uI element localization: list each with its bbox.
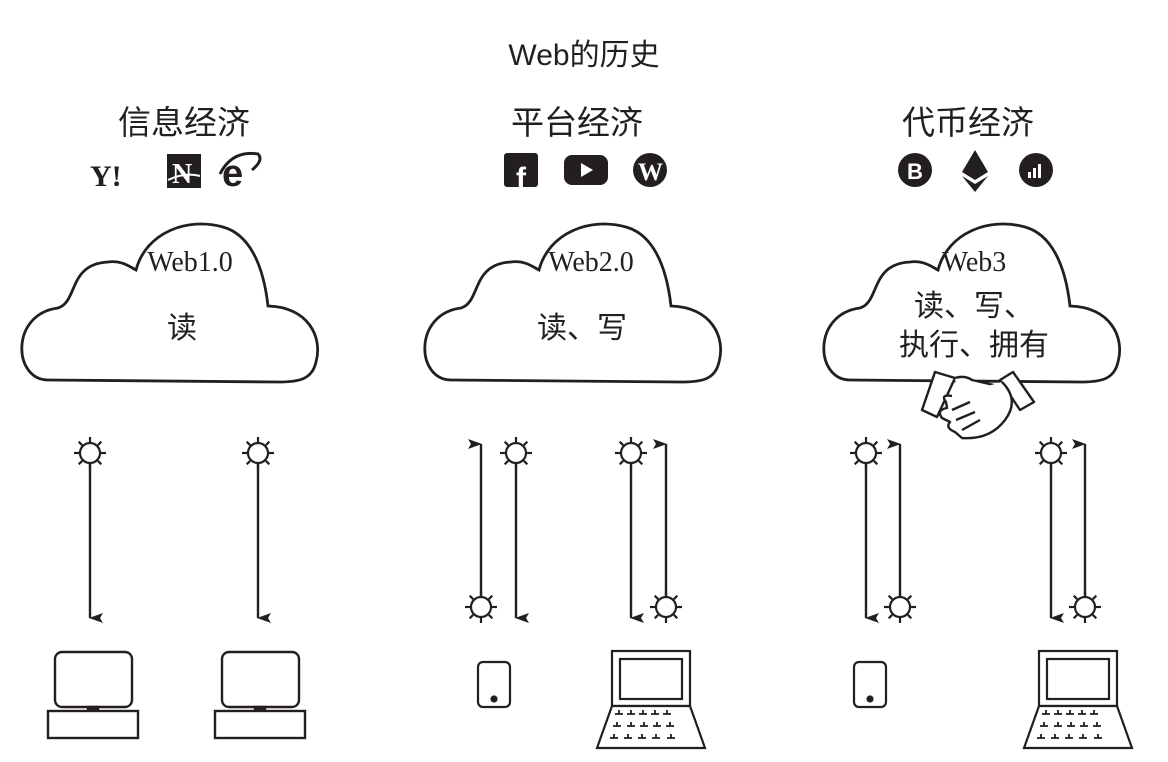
smartphone-icon	[476, 660, 512, 709]
desktop-computer-icon	[46, 650, 140, 740]
data-node-icon	[463, 589, 499, 625]
data-node-icon	[72, 435, 108, 471]
upload-arrow	[1067, 439, 1103, 625]
data-node-icon	[848, 435, 884, 471]
download-arrow	[1033, 435, 1069, 623]
data-node-icon	[498, 435, 534, 471]
chart-token-icon	[1019, 153, 1053, 187]
era-title-information-economy: 信息经济	[118, 106, 250, 142]
data-node-icon	[1033, 435, 1069, 471]
download-arrow	[72, 435, 108, 623]
internet-explorer-icon: e	[218, 151, 262, 195]
cloud-label-web3: Web3	[941, 247, 1007, 278]
handshake-icon	[920, 370, 1036, 440]
data-node-icon	[613, 435, 649, 471]
upload-arrow	[463, 439, 499, 625]
ethereum-icon	[962, 150, 988, 192]
bitcoin-icon: B	[898, 153, 932, 187]
upload-arrow	[648, 439, 684, 625]
data-node-icon	[240, 435, 276, 471]
laptop-icon	[1022, 649, 1134, 750]
download-arrow	[848, 435, 884, 623]
svg-text:B: B	[907, 159, 923, 184]
svg-text:f: f	[516, 162, 527, 195]
diagram-title: Web的历史	[508, 39, 660, 72]
era-title-token-economy: 代币经济	[902, 106, 1034, 142]
svg-text:Y!: Y!	[90, 160, 122, 193]
svg-text:W: W	[638, 159, 663, 186]
cloud-capabilities-web2: 读、写	[537, 312, 627, 345]
data-node-icon	[1067, 589, 1103, 625]
smartphone-icon	[852, 660, 888, 709]
desktop-computer-icon	[213, 650, 307, 740]
download-arrow	[240, 435, 276, 623]
download-arrow	[498, 435, 534, 623]
cloud-capabilities-web3-line1: 读、写、	[914, 290, 1034, 323]
laptop-icon	[595, 649, 707, 750]
wordpress-icon: W	[633, 153, 667, 187]
facebook-icon: f	[504, 153, 538, 195]
cloud-capabilities-web1: 读	[167, 312, 197, 345]
era-title-platform-economy: 平台经济	[511, 106, 643, 142]
download-arrow	[613, 435, 649, 623]
youtube-icon	[564, 155, 608, 185]
yahoo-icon: Y!	[90, 160, 122, 193]
netscape-icon: N	[167, 154, 201, 190]
data-node-icon	[648, 589, 684, 625]
data-node-icon	[882, 589, 918, 625]
cloud-capabilities-web3-line2: 执行、拥有	[899, 329, 1049, 362]
cloud-label-web2: Web2.0	[548, 247, 634, 278]
upload-arrow	[882, 439, 918, 625]
cloud-label-web1: Web1.0	[147, 247, 233, 278]
